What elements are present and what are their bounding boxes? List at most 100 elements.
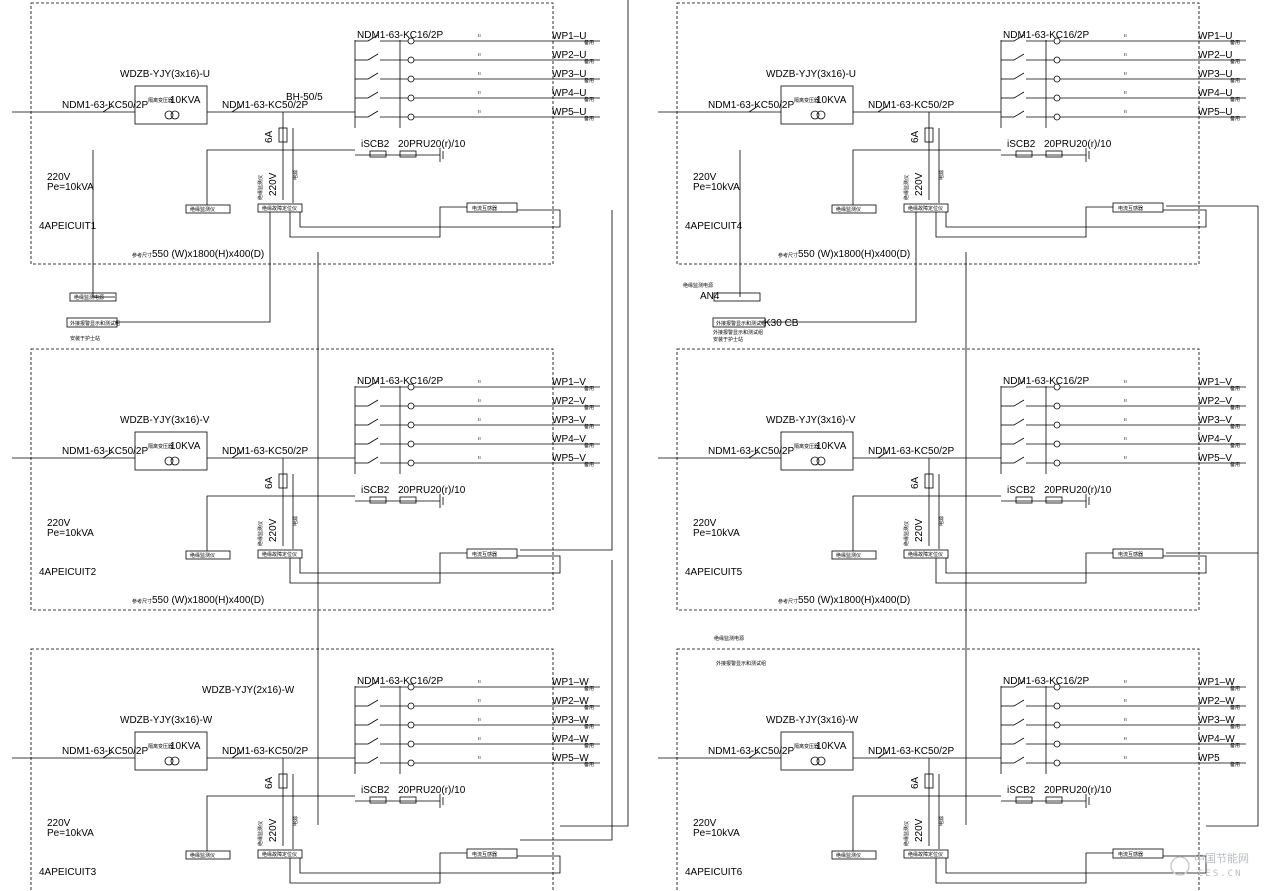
cable-label: WDZB-YJY(3x16)-W bbox=[120, 715, 213, 726]
panel-enclosure bbox=[676, 348, 1200, 611]
wire-tick: ıı bbox=[478, 52, 481, 58]
terminal-icon bbox=[407, 459, 415, 467]
terminal-icon bbox=[407, 94, 415, 102]
monitor-wire bbox=[945, 855, 1207, 874]
link-wire bbox=[92, 150, 115, 298]
voltage-label: 220V bbox=[914, 172, 925, 196]
circuit-suffix: 备用 bbox=[584, 404, 594, 411]
transformer-coil-icon bbox=[170, 756, 180, 766]
branch-breaker-contact bbox=[367, 380, 379, 388]
cable-label: WDZB-YJY(3x16)-W bbox=[766, 715, 859, 726]
monitor-wire bbox=[935, 552, 1113, 584]
circuit-label: WP3–V bbox=[1198, 415, 1232, 426]
wire-tick: ıı bbox=[478, 736, 481, 742]
voltage-text: 220V bbox=[693, 818, 717, 829]
circuit-suffix: 备用 bbox=[1230, 58, 1240, 65]
wire-tick: ıı bbox=[1124, 755, 1127, 761]
breaker-contact bbox=[877, 451, 888, 459]
monitor-label-b: 绝缘故障定位仪 bbox=[262, 551, 297, 558]
circuit-suffix: 备用 bbox=[584, 423, 594, 430]
circuit-label: WP4–W bbox=[1198, 734, 1235, 745]
fuse-label: 6A bbox=[910, 476, 921, 489]
small-label-b: 电源 bbox=[938, 516, 945, 526]
voltage-text: 220V bbox=[47, 518, 71, 529]
branch-breaker-contact bbox=[1013, 456, 1025, 464]
watermark-cn: 中国节能网 bbox=[1194, 851, 1249, 865]
power-text: Pe=10kVA bbox=[693, 528, 740, 539]
terminal-icon bbox=[1053, 56, 1061, 64]
panel-name: 4APEICUIT2 bbox=[39, 567, 97, 578]
right-box-b-label: 外接报警显示和测试组 bbox=[716, 320, 766, 327]
circuit-suffix: 备用 bbox=[584, 58, 594, 65]
circuit-suffix: 备用 bbox=[584, 77, 594, 84]
watermark-logo-icon bbox=[1170, 856, 1190, 876]
wire-tick: ıı bbox=[478, 679, 481, 685]
small-label-a: 绝缘监测仪 bbox=[257, 521, 264, 546]
transformer-box bbox=[780, 85, 854, 125]
panel-enclosure bbox=[30, 348, 554, 611]
terminal-icon bbox=[407, 113, 415, 121]
breaker-contact bbox=[231, 451, 242, 459]
branch-breaker-contact bbox=[1013, 756, 1025, 764]
branch-breaker-contact bbox=[1013, 699, 1025, 707]
right-cb-label: K30 CB bbox=[764, 318, 799, 329]
outgoing-breaker-label: NDM1-63-KC50/2P bbox=[222, 100, 308, 111]
monitor-wire bbox=[945, 555, 1207, 574]
terminal-icon bbox=[407, 56, 415, 64]
branch-breaker-contact bbox=[367, 53, 379, 61]
circuit-suffix: 备用 bbox=[1230, 704, 1240, 711]
branch-breaker-contact bbox=[1013, 110, 1025, 118]
transformer-rating: 10KVA bbox=[816, 441, 847, 452]
spd-switch-box bbox=[369, 796, 387, 804]
circuit-label: WP4–U bbox=[1198, 88, 1232, 99]
outgoing-breaker-label: NDM1-63-KC50/2P bbox=[868, 446, 954, 457]
monitor-wire bbox=[289, 206, 467, 238]
ct-label: BH-50/5 bbox=[286, 92, 323, 103]
small-label-a: 绝缘监测仪 bbox=[257, 175, 264, 200]
fuse-label: 6A bbox=[264, 776, 275, 789]
terminal-icon bbox=[1053, 740, 1061, 748]
monitor-wire bbox=[206, 795, 355, 851]
circuit-suffix: 备用 bbox=[1230, 423, 1240, 430]
circuit-suffix: 备用 bbox=[584, 761, 594, 768]
circuit-label: WP1–V bbox=[1198, 377, 1232, 388]
small-label-a: 绝缘监测仪 bbox=[257, 821, 264, 846]
terminal-icon bbox=[407, 440, 415, 448]
transformer-box bbox=[780, 731, 854, 771]
right-box-a bbox=[713, 292, 761, 302]
monitor-box-b bbox=[257, 849, 303, 859]
mid-note-a: 绝缘监测电源 bbox=[714, 635, 744, 642]
spd-label: iSCB2 bbox=[361, 785, 390, 796]
monitor-box-b bbox=[903, 203, 949, 213]
circuit-label: WP5–U bbox=[552, 107, 586, 118]
branch-breaker-contact bbox=[367, 399, 379, 407]
terminal-icon bbox=[407, 702, 415, 710]
spd-rating: 20PRU20(r)/10 bbox=[398, 139, 466, 150]
right-box-a-text: 绝缘监测电源 bbox=[683, 282, 713, 289]
wire-tick: ıı bbox=[478, 417, 481, 423]
right-an-label: AN4 bbox=[700, 291, 720, 302]
panel-name: 4APEICUIT3 bbox=[39, 867, 97, 878]
monitor-label-c: 电流互感器 bbox=[1118, 551, 1143, 558]
right-note-a: 外接报警显示和测试组 bbox=[713, 329, 763, 336]
monitor-label-b: 绝缘故障定位仪 bbox=[908, 205, 943, 212]
branch-breaker-contact bbox=[367, 34, 379, 42]
wire-tick: ıı bbox=[1124, 90, 1127, 96]
transformer-coil-icon bbox=[810, 756, 820, 766]
fuse-box bbox=[278, 127, 288, 143]
spd-device-box bbox=[1045, 150, 1063, 158]
circuit-suffix: 备用 bbox=[1230, 461, 1240, 468]
monitor-box-c bbox=[466, 202, 518, 213]
circuit-label: WP5–V bbox=[552, 453, 586, 464]
circuit-label: WP5–V bbox=[1198, 453, 1232, 464]
spd-rating: 20PRU20(r)/10 bbox=[1044, 785, 1112, 796]
monitor-box-c bbox=[466, 848, 518, 859]
terminal-icon bbox=[1053, 459, 1061, 467]
monitor-box-c bbox=[1112, 548, 1164, 559]
transformer-type: 隔离变压器 bbox=[794, 743, 819, 750]
panel-enclosure bbox=[30, 648, 554, 891]
monitor-label-a: 绝缘监测仪 bbox=[836, 852, 861, 859]
